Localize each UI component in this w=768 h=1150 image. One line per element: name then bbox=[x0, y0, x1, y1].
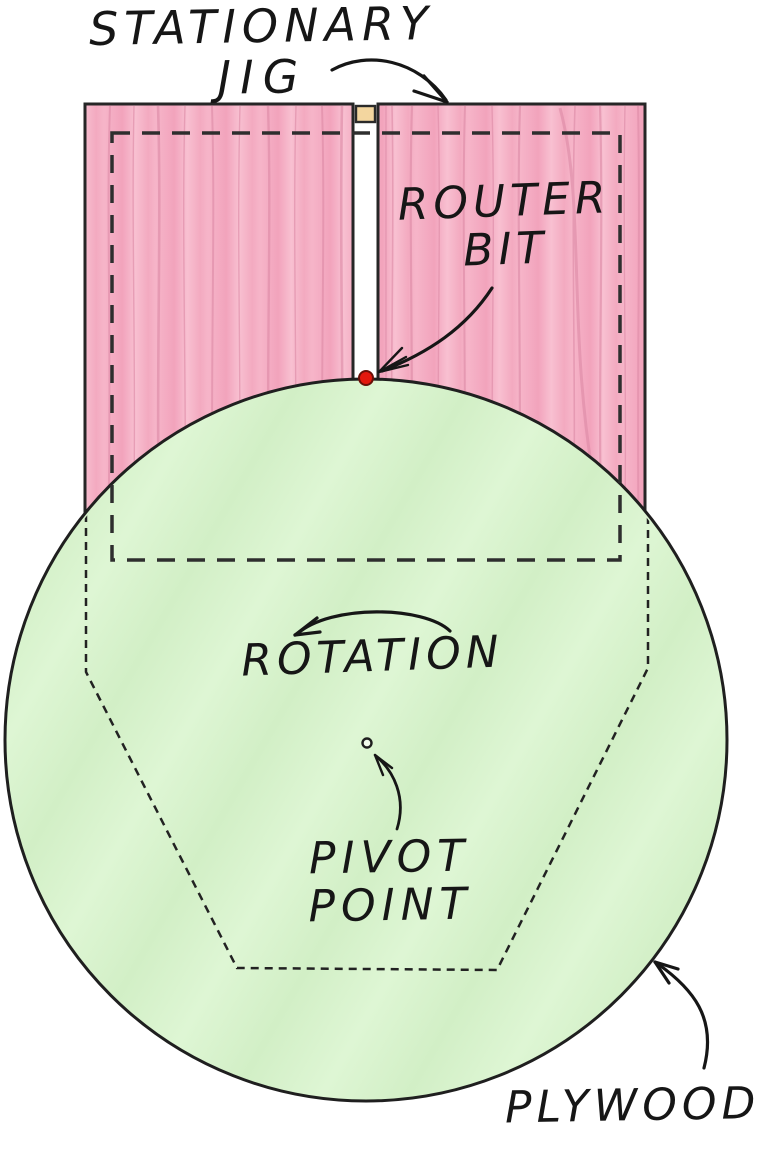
pivot-point-label-line1: PIVOT bbox=[308, 830, 471, 885]
router-bit-arrow bbox=[377, 286, 494, 374]
jig-outline-dashed bbox=[110, 131, 622, 562]
plywood-label: PLYWOOD bbox=[504, 1077, 761, 1134]
stationary-jig-label-line2: JIG bbox=[217, 48, 308, 105]
router-bit-dot bbox=[358, 370, 374, 386]
stationary-jig-arrow bbox=[330, 58, 449, 104]
stationary-jig-label: STATIONARY JIG bbox=[61, 0, 463, 106]
router-bit-label-line1: ROUTER bbox=[396, 172, 612, 231]
router-bit-label: ROUTER BIT bbox=[381, 172, 628, 279]
annotation-arrows bbox=[293, 58, 710, 1070]
pivot-point-dot bbox=[361, 737, 373, 749]
pivot-point-arrow bbox=[373, 753, 402, 831]
guide-block bbox=[354, 104, 377, 124]
pivot-point-label-line2: POINT bbox=[308, 878, 473, 933]
router-bit-label-line2: BIT bbox=[462, 222, 550, 277]
plywood-arrow bbox=[653, 960, 710, 1070]
rotation-arrow bbox=[293, 610, 452, 637]
blank-outline-dashed bbox=[84, 500, 650, 972]
pivot-point-label: PIVOT POINT bbox=[265, 830, 515, 933]
stationary-jig-label-line1: STATIONARY bbox=[88, 0, 435, 57]
